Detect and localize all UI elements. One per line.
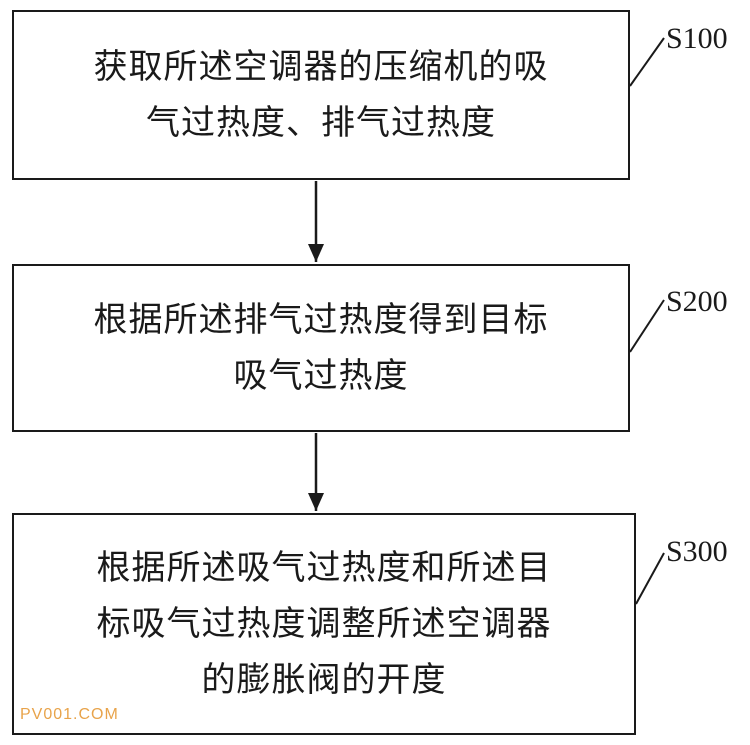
step-label-s300: S300 (666, 535, 728, 568)
step-label-s100: S100 (666, 22, 728, 55)
leader-s200 (629, 299, 665, 353)
step-text-line: 的膨胀阀的开度 (201, 660, 447, 700)
leader-s300 (635, 552, 665, 605)
step-text-line: 标吸气过热度调整所述空调器 (96, 604, 552, 644)
leader-s100 (629, 37, 665, 87)
step-box-s300: 根据所述吸气过热度和所述目 标吸气过热度调整所述空调器 的膨胀阀的开度 (12, 513, 636, 735)
watermark: PV001.COM (20, 706, 119, 723)
step-text-line: 气过热度、排气过热度 (146, 103, 496, 143)
step-text-line: 根据所述排气过热度得到目标 (93, 300, 549, 340)
step-text-line: 吸气过热度 (233, 356, 409, 396)
arrowhead-s300 (308, 493, 324, 511)
step-text-line: 根据所述吸气过热度和所述目 (96, 548, 552, 588)
arrowhead-s200 (308, 244, 324, 262)
step-box-s100: 获取所述空调器的压缩机的吸 气过热度、排气过热度 (12, 10, 630, 180)
step-text-line: 获取所述空调器的压缩机的吸 (93, 47, 549, 87)
step-box-s200: 根据所述排气过热度得到目标 吸气过热度 (12, 264, 630, 432)
step-label-s200: S200 (666, 285, 728, 318)
